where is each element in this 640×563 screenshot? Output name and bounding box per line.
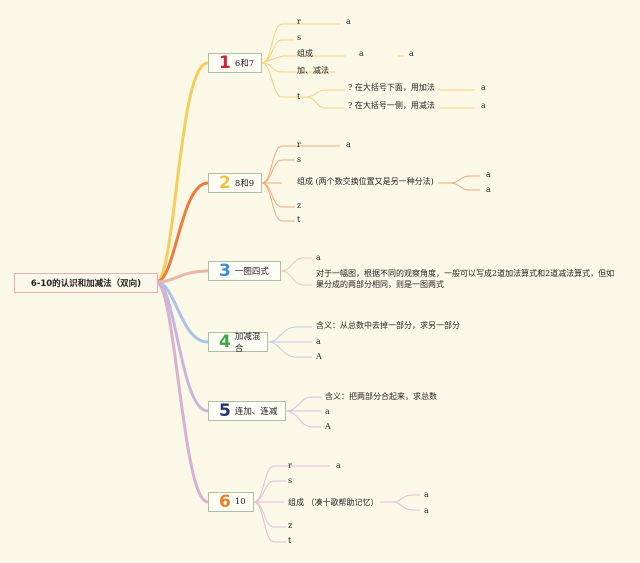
t6-node-r-a[interactable]: a (336, 461, 341, 470)
t2-node-r[interactable]: r (297, 140, 301, 149)
topic-3-label: 一图四式 (234, 267, 269, 277)
t1-node-zucheng[interactable]: 组成 (297, 49, 313, 58)
t1-node-zucheng-a2[interactable]: a (409, 49, 414, 58)
t3-node-a[interactable]: a (316, 253, 321, 262)
t4-node-hanyi[interactable]: 含义：从总数中去掉一部分，求另一部分 (316, 321, 460, 330)
t6-node-s[interactable]: s (288, 476, 293, 485)
topic-5-label: 连加、连减 (234, 407, 278, 417)
t2-node-a1[interactable]: a (486, 170, 491, 179)
t2-node-z[interactable]: z (297, 201, 302, 210)
t2-node-t[interactable]: t (297, 215, 301, 224)
t6-node-a1[interactable]: a (424, 490, 429, 499)
t6-node-z[interactable]: z (288, 521, 293, 530)
topic-1[interactable]: 1 6和7 (208, 53, 262, 73)
t1-node-rule2-a[interactable]: a (481, 101, 486, 110)
t2-node-s[interactable]: s (297, 155, 302, 164)
topic-5-number: 5 (219, 401, 231, 421)
topic-3-number: 3 (219, 261, 231, 281)
t1-node-rule1-a[interactable]: a (481, 83, 486, 92)
topic-6-number: 6 (219, 492, 231, 512)
t2-node-a2[interactable]: a (486, 185, 491, 194)
t1-node-r[interactable]: r (297, 17, 301, 26)
t1-node-jiajian[interactable]: 加、减法 (297, 66, 329, 75)
t1-node-t[interactable]: t (297, 92, 301, 101)
branch-line-6 (155, 280, 209, 504)
topic-2[interactable]: 2 8和9 (208, 173, 262, 193)
t3-node-desc[interactable]: 对于一幅图，根据不同的观察角度，一般可以写成2道加法算式和2道减法算式，但如果分… (316, 269, 615, 289)
topic-3[interactable]: 3 一图四式 (208, 261, 281, 281)
t1-node-rule2[interactable]: ? 在大括号一侧，用减法 (348, 101, 435, 110)
topic-1-number: 1 (219, 53, 231, 73)
t1-node-s[interactable]: s (297, 33, 302, 42)
t4-node-A[interactable]: A (316, 352, 322, 361)
t6-node-t[interactable]: t (288, 536, 292, 545)
topic-5[interactable]: 5 连加、连减 (208, 401, 286, 421)
topic-6[interactable]: 6 10 (208, 492, 254, 512)
branch-line-1 (155, 61, 209, 284)
topic-6-label: 10 (234, 497, 246, 507)
t1-node-zucheng-a1[interactable]: a (359, 49, 364, 58)
t5-node-A[interactable]: A (325, 422, 331, 431)
branch-line-5 (155, 280, 209, 413)
topic-4-label: 加减混合 (234, 332, 261, 354)
topic-2-label: 8和9 (234, 179, 255, 189)
t1-node-r-a[interactable]: a (346, 17, 351, 26)
root-topic[interactable]: 6-10的认识和加减法（双向) (14, 273, 158, 293)
topic-4[interactable]: 4 加减混合 (208, 332, 268, 354)
root-topic-label: 6-10的认识和加减法（双向) (30, 279, 142, 289)
t6-node-a2[interactable]: a (424, 506, 429, 515)
branch-line-2 (155, 181, 209, 284)
t5-node-a[interactable]: a (325, 407, 330, 416)
t6-node-zucheng[interactable]: 组成 （凑十歌帮助记忆） (288, 498, 379, 507)
t2-node-zucheng[interactable]: 组成 (两个数交换位置又是另一种分法) (297, 177, 434, 186)
topic-1-label: 6和7 (234, 59, 255, 69)
t1-node-rule1[interactable]: ? 在大括号下面，用加法 (348, 83, 435, 92)
t6-node-r[interactable]: r (288, 461, 292, 470)
topic-2-number: 2 (219, 173, 231, 193)
topic-4-number: 4 (219, 332, 231, 352)
t2-node-r-a[interactable]: a (346, 140, 351, 149)
t4-node-a[interactable]: a (316, 337, 321, 346)
t5-node-hanyi[interactable]: 含义：把两部分合起来，求总数 (325, 392, 437, 401)
